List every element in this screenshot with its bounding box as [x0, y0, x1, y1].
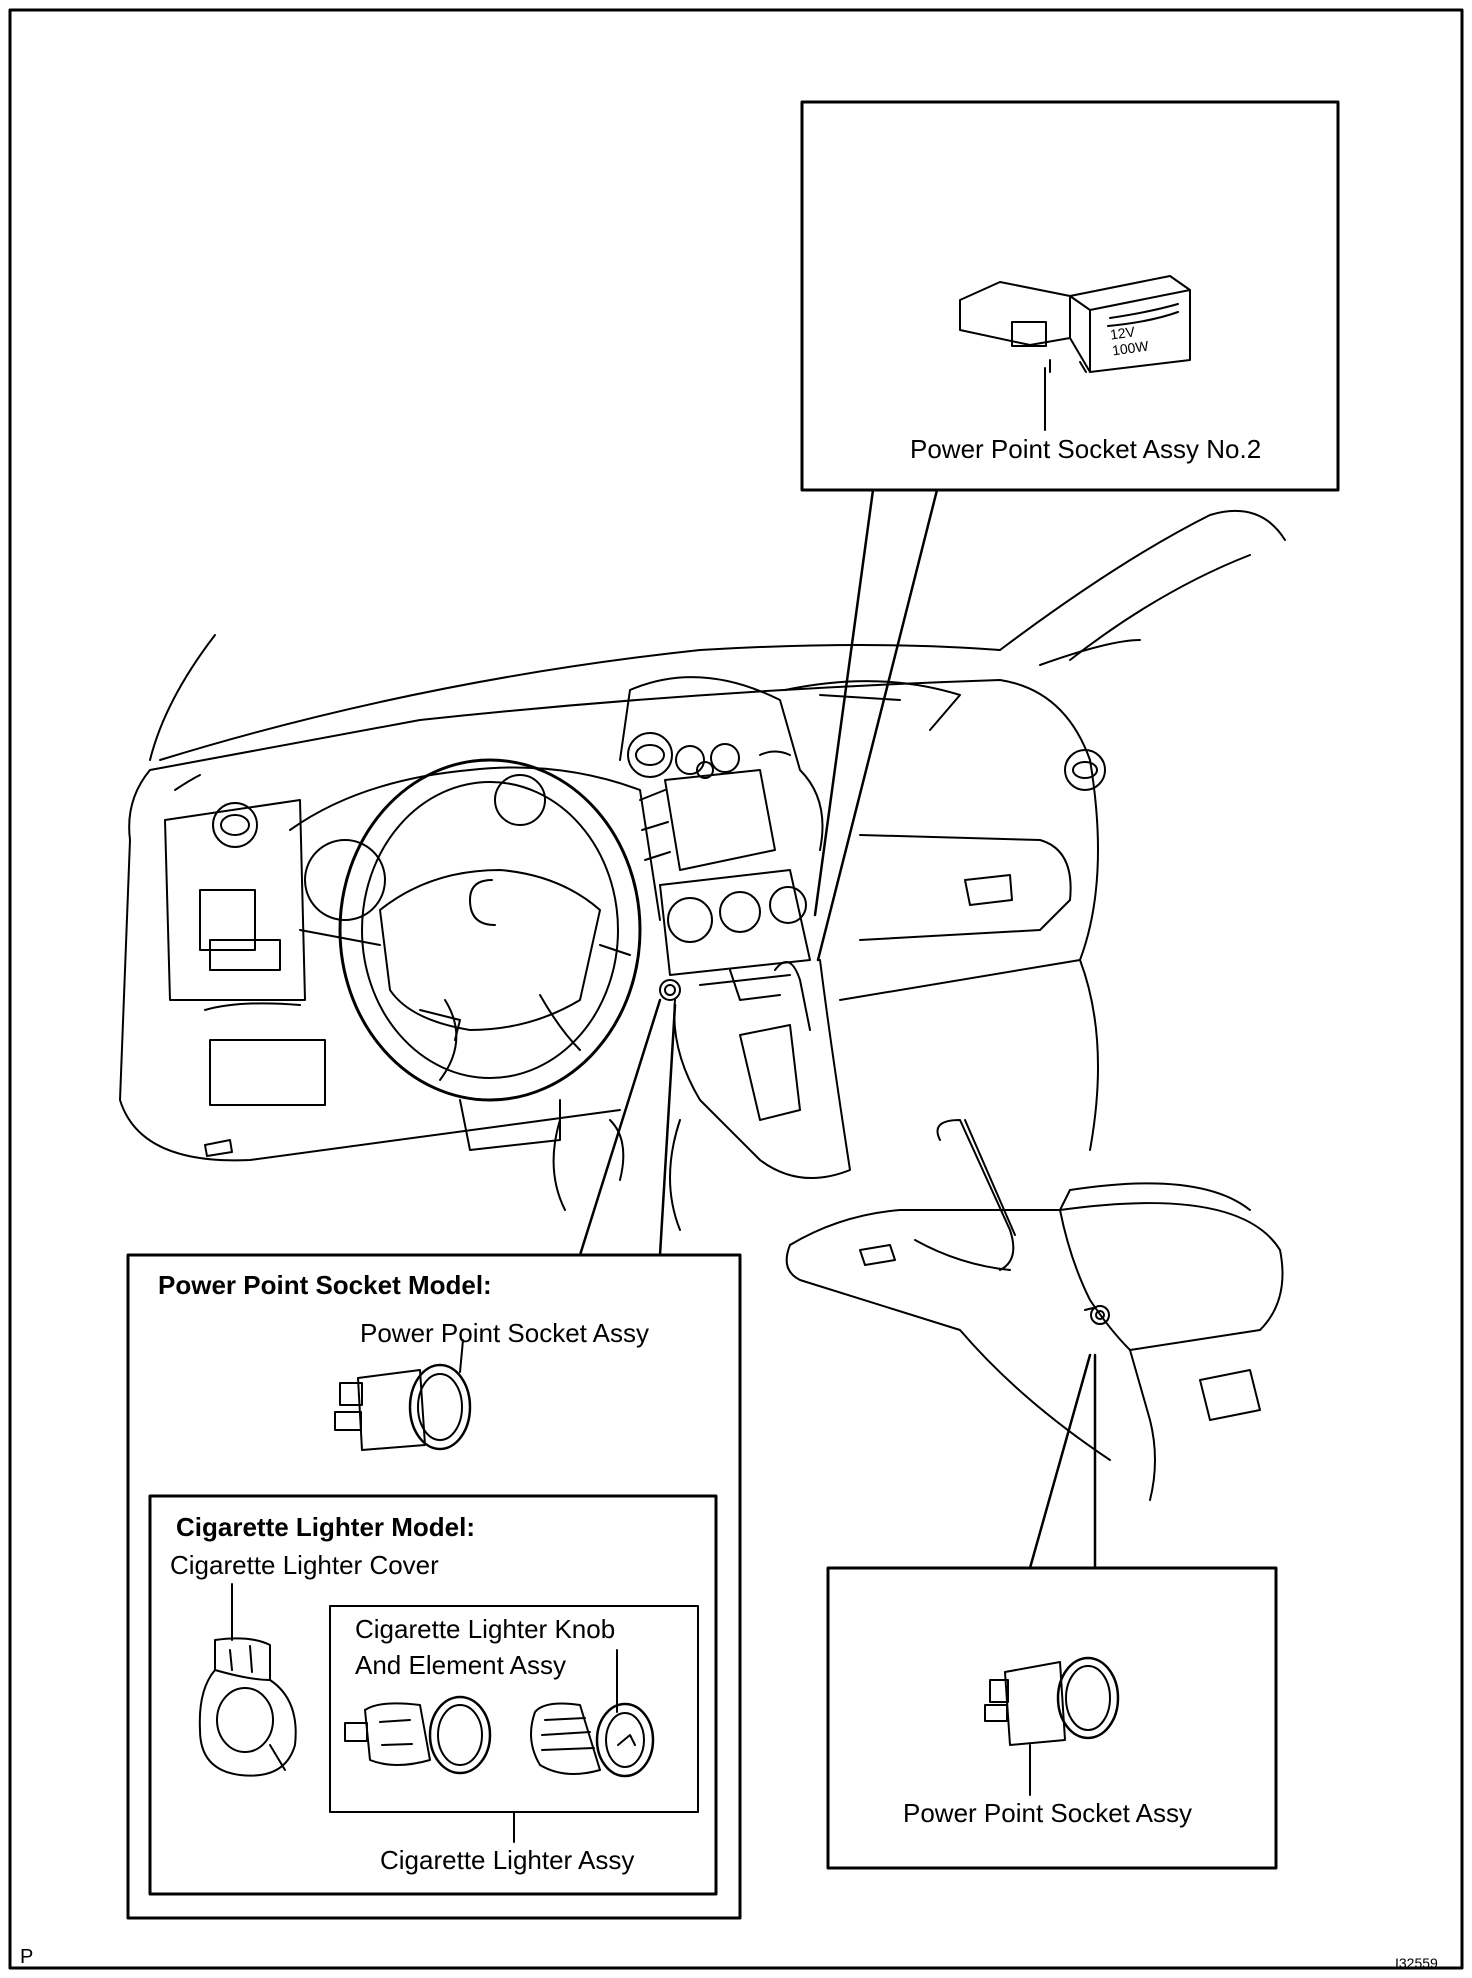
label-power-point-socket-left: Power Point Socket Assy: [360, 1318, 650, 1348]
leader-bottom-left-left: [578, 998, 662, 1257]
label-knob-line1: Cigarette Lighter Knob: [355, 1614, 616, 1644]
cigarette-lighter-knob-illustration: [530, 1702, 655, 1778]
heading-cigarette-lighter-model: Cigarette Lighter Model:: [176, 1512, 476, 1542]
outer-frame: [8, 8, 1464, 1970]
label-power-point-socket-no2: Power Point Socket Assy No.2: [910, 434, 1262, 464]
dashboard-illustration: [119, 509, 1286, 1231]
label-power-point-socket-right: Power Point Socket Assy: [903, 1798, 1193, 1828]
label-cigarette-lighter-assy: Cigarette Lighter Assy: [380, 1845, 635, 1875]
power-point-socket-no2-illustration: [959, 275, 1191, 431]
cigarette-lighter-cover-illustration: [198, 1637, 297, 1777]
leader-top-right-left: [813, 488, 875, 917]
cigarette-lighter-box: [148, 1494, 718, 1896]
power-point-socket-illustration-right: [984, 1656, 1120, 1796]
cigarette-lighter-socket-illustration: [344, 1695, 492, 1775]
figure-code: I32559: [1395, 1955, 1438, 1971]
console-box-illustration: [785, 1119, 1284, 1501]
label-knob-line2: And Element Assy: [355, 1650, 566, 1680]
socket-marking-rating: 100W: [1111, 337, 1150, 359]
leader-bottom-left-right: [658, 1003, 677, 1257]
callout-box-top-right: [800, 100, 1340, 492]
power-point-socket-illustration-left: [334, 1339, 472, 1451]
leader-bottom-right-left: [1028, 1353, 1092, 1570]
leader-top-right-right: [816, 488, 939, 962]
callout-box-bottom-left: [126, 1253, 742, 1920]
label-cigarette-lighter-cover: Cigarette Lighter Cover: [170, 1550, 439, 1580]
callout-box-bottom-right: [826, 1566, 1278, 1870]
footer-left-mark: P: [20, 1946, 34, 1968]
heading-power-point-socket-model: Power Point Socket Model:: [158, 1270, 492, 1300]
